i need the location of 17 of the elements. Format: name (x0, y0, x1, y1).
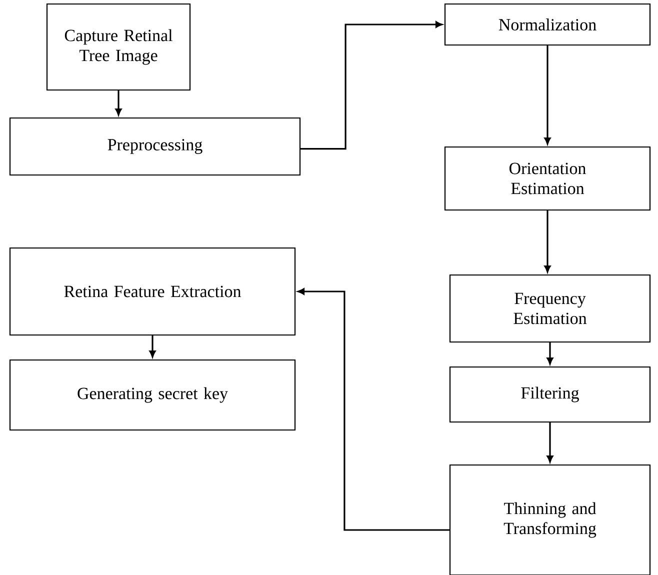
process-box: Preprocessing (9, 117, 301, 176)
arrow (300, 21, 442, 150)
process-box: Thinning and Transforming (449, 464, 651, 575)
arrow (544, 46, 551, 144)
process-box: Normalization (444, 3, 651, 46)
arrow (546, 342, 554, 364)
arrow (149, 336, 156, 358)
process-box: Retina Feature Extraction (9, 247, 296, 336)
process-box: Generating secret key (9, 359, 296, 431)
arrow (298, 288, 450, 531)
process-box: Filtering (449, 366, 651, 423)
arrow (115, 90, 122, 116)
arrow (544, 210, 551, 272)
process-box: Frequency Estimation (449, 274, 651, 343)
process-box: Orientation Estimation (444, 146, 651, 211)
process-box: Capture Retinal Tree Image (46, 3, 191, 91)
arrow (546, 422, 554, 462)
